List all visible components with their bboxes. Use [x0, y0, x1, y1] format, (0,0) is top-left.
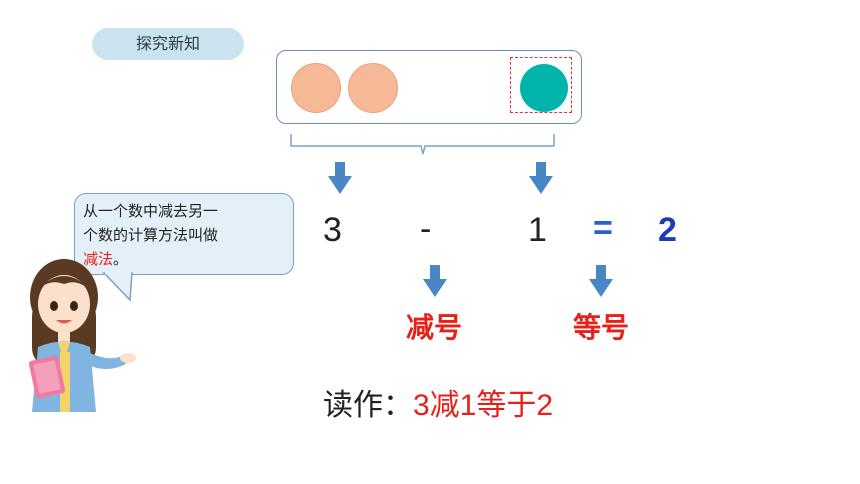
peach-counter: [348, 63, 398, 113]
teal-counter: [520, 64, 568, 112]
minus-operator: -: [420, 210, 432, 248]
arrow-icon: [529, 162, 553, 194]
removed-counter-frame: [510, 57, 572, 113]
brace: [290, 134, 555, 155]
speech-bubble: 从一个数中减去另一 个数的计算方法叫做 减法。: [74, 193, 294, 275]
result: 2: [658, 211, 677, 249]
minus-sign-label: 减号: [406, 311, 463, 344]
minuend: 3: [323, 211, 342, 249]
equals-sign: =: [593, 209, 613, 247]
section-tag: 探究新知: [92, 28, 244, 60]
arrow-icon: [589, 265, 613, 297]
arrow-icon: [423, 265, 447, 297]
teacher-illustration: [28, 259, 136, 412]
reading-value: 3减1等于2: [413, 389, 554, 422]
bubble-line-2: 个数的计算方法叫做: [83, 226, 219, 244]
bubble-end: 。: [113, 250, 129, 268]
reading-line: 读作：3减1等于2: [323, 380, 553, 424]
bubble-highlight: 减法: [83, 250, 114, 268]
subtrahend: 1: [528, 211, 547, 249]
bubble-line-3: 减法。: [83, 247, 285, 271]
bubble-line-1: 从一个数中减去另一: [83, 202, 219, 220]
equals-sign-label: 等号: [573, 311, 630, 344]
peach-counter: [291, 63, 341, 113]
reading-prefix: 读作：: [323, 388, 413, 423]
counters-box: [276, 50, 582, 124]
arrow-icon: [328, 162, 352, 194]
